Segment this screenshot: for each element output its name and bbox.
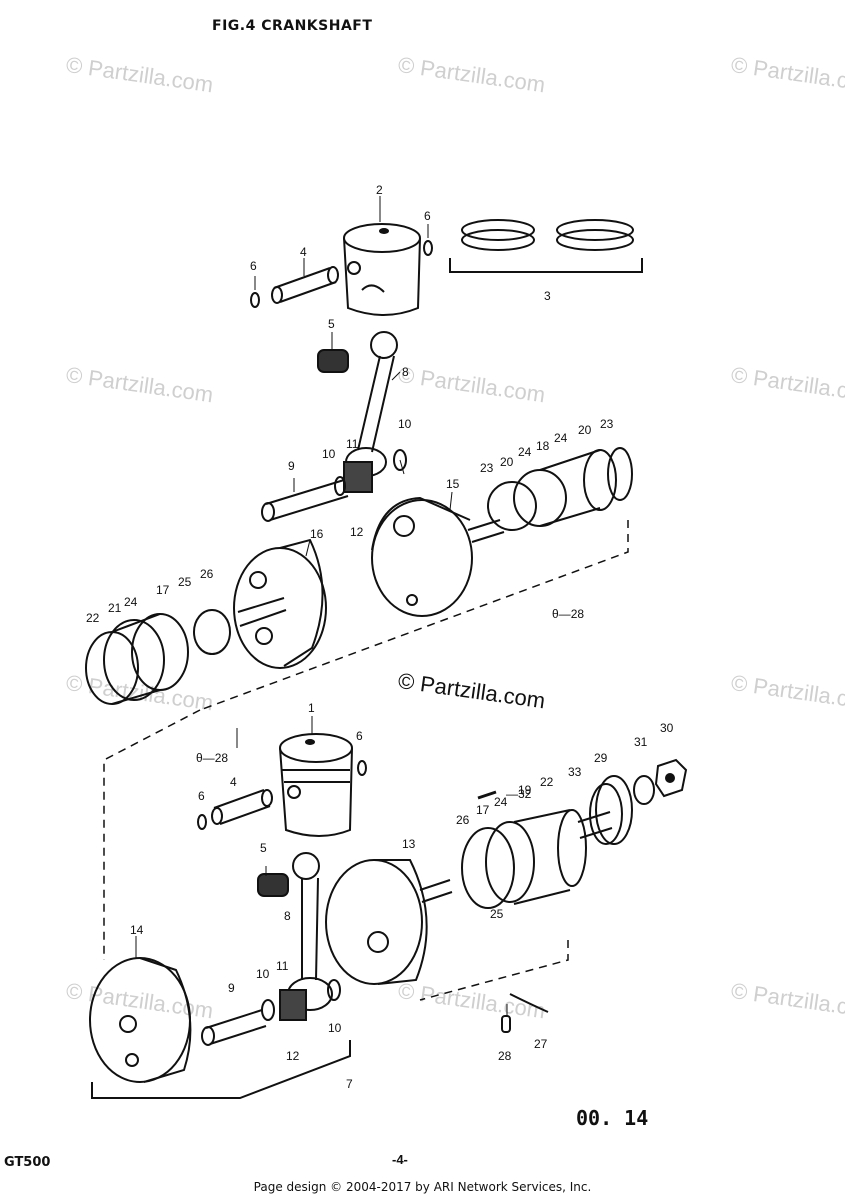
piston-pin-upper <box>250 240 433 308</box>
callout-8: 8 <box>284 909 291 923</box>
callout-25: 25 <box>490 907 504 921</box>
figure-title: FIG.4 CRANKSHAFT <box>212 18 373 34</box>
connecting-rod-lower <box>287 852 333 1011</box>
callout-33: 33 <box>568 765 582 779</box>
callout-6: 6 <box>424 209 431 223</box>
callout-28-upper: θ—28 <box>552 607 584 621</box>
part-27-key <box>509 993 549 1013</box>
crank-pin-upper <box>261 449 407 522</box>
right-shaft-assembly-lower <box>461 809 613 909</box>
connecting-rod-upper <box>345 331 398 477</box>
callout-25: 25 <box>178 575 192 589</box>
callout-14: 14 <box>130 923 144 937</box>
callout-10: 10 <box>256 967 270 981</box>
small-end-bearing-upper <box>317 349 349 373</box>
callout-24: 24 <box>494 795 508 809</box>
callout-9: 9 <box>228 981 235 995</box>
callout-28: 28 <box>498 1049 512 1063</box>
callout-16: 16 <box>310 527 324 541</box>
small-end-bearing-lower <box>257 873 289 897</box>
main-shaft-upper <box>467 447 633 543</box>
footer-copyright: Page design © 2004-2017 by ARI Network S… <box>253 1180 592 1194</box>
callout-12: 12 <box>350 525 364 539</box>
crank-wheel-15 <box>371 496 473 617</box>
callout-21: 21 <box>108 601 122 615</box>
callout-6: 6 <box>250 259 257 273</box>
callout-labels: 2 6 4 6 3 5 8 10 11 10 9 12 15 23 20 24 … <box>86 183 674 1091</box>
reference-lines <box>103 520 629 1001</box>
model-label: GT500 <box>4 1155 51 1170</box>
callout-7: 7 <box>346 1077 353 1091</box>
callout-6: 6 <box>198 789 205 803</box>
part-28-dowel <box>501 1015 511 1033</box>
callout-27: 27 <box>534 1037 548 1051</box>
callout-10: 10 <box>398 417 412 431</box>
callout-20: 20 <box>578 423 592 437</box>
callout-5: 5 <box>328 317 335 331</box>
callout-10: 10 <box>328 1021 342 1035</box>
callout-4: 4 <box>230 775 237 789</box>
callout-8: 8 <box>402 365 409 379</box>
callout-22: 22 <box>86 611 100 625</box>
callout-29: 29 <box>594 751 608 765</box>
callout-15: 15 <box>446 477 460 491</box>
callout-17: 17 <box>156 583 170 597</box>
callout-18: 18 <box>536 439 550 453</box>
piston-pin-lower <box>197 760 367 830</box>
callout-31: 31 <box>634 735 648 749</box>
nut-30 <box>654 758 688 798</box>
page-number: -4- <box>392 1152 408 1167</box>
callout-19: 19 <box>518 783 532 797</box>
callout-12: 12 <box>286 1049 300 1063</box>
callout-24: 24 <box>124 595 138 609</box>
callout-30: 30 <box>660 721 674 735</box>
callout-11: 11 <box>346 437 359 451</box>
callout-9: 9 <box>288 459 295 473</box>
callout-26: 26 <box>456 813 470 827</box>
left-shaft-assembly <box>85 597 287 705</box>
callout-11: 11 <box>276 959 289 973</box>
callout-2: 2 <box>376 183 383 197</box>
piston-lower <box>279 733 353 837</box>
callout-24: 24 <box>554 431 568 445</box>
callout-17: 17 <box>476 803 490 817</box>
callout-13: 13 <box>402 837 416 851</box>
leader-lines <box>135 196 508 1016</box>
callout-22: 22 <box>540 775 554 789</box>
crank-wheel-14 <box>89 957 192 1083</box>
gear-29 <box>589 775 633 845</box>
callout-5: 5 <box>260 841 267 855</box>
callout-1: 1 <box>308 701 315 715</box>
washer-31 <box>633 775 655 805</box>
callout-10: 10 <box>322 447 336 461</box>
part-32 <box>477 790 497 800</box>
piston-upper <box>343 223 421 316</box>
page-code: 00. 14 <box>576 1106 649 1130</box>
bracket-7 <box>91 1040 351 1099</box>
crank-wheel-16 <box>233 538 327 669</box>
callout-28-mid: θ—28 <box>196 751 228 765</box>
callout-3: 3 <box>544 289 551 303</box>
callout-4: 4 <box>300 245 307 259</box>
callout-20: 20 <box>500 455 514 469</box>
callout-6: 6 <box>356 729 363 743</box>
crank-wheel-13 <box>325 859 453 985</box>
callout-26: 26 <box>200 567 214 581</box>
piston-rings <box>449 219 643 273</box>
crank-pin-lower <box>201 979 341 1046</box>
callout-24: 24 <box>518 445 532 459</box>
callout-32: —32 <box>506 787 532 801</box>
callout-23: 23 <box>480 461 494 475</box>
callout-23: 23 <box>600 417 614 431</box>
